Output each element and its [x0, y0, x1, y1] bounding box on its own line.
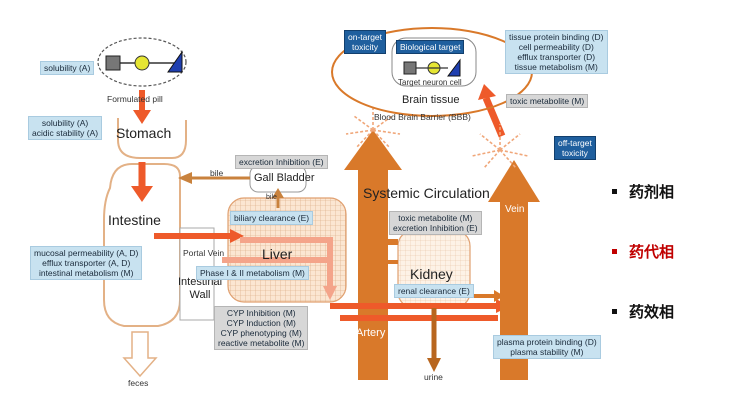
pill-shape: [97, 37, 187, 87]
artery-arrow: [358, 168, 388, 380]
liver-title: Liver: [262, 246, 293, 262]
urine-label: urine: [424, 372, 443, 382]
off-target-toxicity-label: off-target toxicity: [554, 136, 596, 160]
bullet-icon: [612, 309, 617, 315]
solubility-label: solubility (A): [40, 61, 95, 75]
biliary-clearance-label: biliary clearance (E): [230, 211, 314, 225]
toxicity-rays-right: [471, 124, 529, 169]
artery-label: Artery: [356, 327, 386, 339]
bullet-icon: [612, 189, 617, 195]
intestine-shape: [103, 163, 181, 327]
brain-toxic-label: toxic metabolite (M): [506, 94, 589, 108]
pill-circle-icon: [134, 55, 150, 71]
brain-tissue-title: Brain tissue: [402, 94, 460, 106]
stomach-shape: [117, 118, 187, 159]
stomach-title: Stomach: [116, 125, 172, 141]
kidney-toxic-label: toxic metabolite (M) excretion Inhibitio…: [389, 211, 482, 235]
intestine-title: Intestine: [108, 212, 161, 228]
bile-label-top: bile: [210, 168, 224, 178]
renal-clearance-label: renal clearance (E): [394, 284, 474, 298]
gall-bladder-title: Gall Bladder: [254, 172, 315, 184]
intestine-props-label: mucosal permeability (A, D) efflux trans…: [30, 246, 143, 280]
legend-item-pharmacokinetic: 药代相: [612, 243, 674, 263]
formulated-pill-label: Formulated pill: [107, 94, 163, 104]
kidney-title: Kidney: [410, 266, 453, 282]
bile-label-small: bile: [266, 194, 277, 201]
legend-label: 药效相: [629, 304, 675, 321]
legend-item-formulation: 药剂相: [612, 183, 674, 203]
cyp-props-label: CYP Inhibition (M) CYP Induction (M) CYP…: [214, 306, 309, 350]
target-neuron-cell-label: Target neuron cell: [398, 78, 462, 87]
pill-square-icon: [105, 55, 121, 71]
bullet-icon: [612, 249, 617, 255]
stomach-props-label: solubility (A) acidic stability (A): [28, 116, 103, 140]
tissue-props-label: tissue protein binding (D) cell permeabi…: [505, 30, 608, 74]
on-target-toxicity-label: on-target toxicity: [344, 30, 387, 54]
feces-label: feces: [128, 378, 149, 388]
vein-label: Vein: [505, 204, 525, 215]
plasma-props-label: plasma protein binding (D) plasma stabil…: [493, 335, 601, 359]
bbb-label: Blood Brain Barrier (BBB): [374, 112, 471, 122]
phase-metabolism-label: Phase I & II metabolism (M): [196, 266, 309, 280]
toxicity-rays-left: [345, 108, 401, 149]
pill-triangle-icon: [167, 50, 183, 73]
legend-label: 药代相: [629, 244, 675, 261]
excretion-inhibition-label: excretion Inhibition (E): [235, 155, 328, 169]
legend-label: 药剂相: [629, 184, 675, 201]
portal-vein-label: Portal Vein: [183, 248, 225, 258]
biological-target-label: Biological target: [396, 40, 465, 54]
legend-item-pharmacodynamic: 药效相: [612, 303, 674, 323]
systemic-circulation-title: Systemic Circulation: [363, 185, 490, 201]
